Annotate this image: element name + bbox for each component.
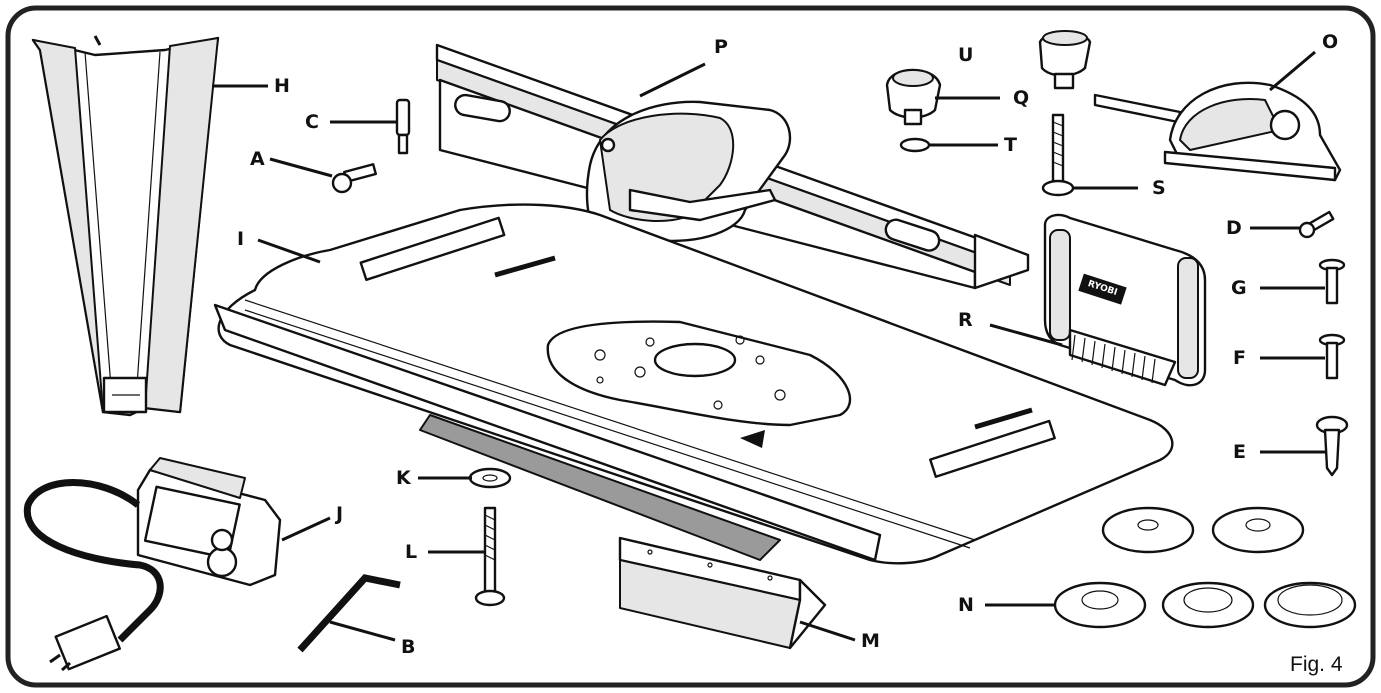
leader-j xyxy=(281,516,331,542)
label-b: B xyxy=(401,636,416,658)
label-p: P xyxy=(714,36,728,58)
label-o: O xyxy=(1322,31,1339,53)
label-s: S xyxy=(1152,177,1166,199)
part-i-table-top xyxy=(213,203,1174,565)
label-t: T xyxy=(1004,134,1017,156)
part-j-switch xyxy=(23,457,282,672)
label-i: I xyxy=(237,228,245,250)
part-g-screw xyxy=(1318,258,1346,305)
part-b-hex-key xyxy=(297,574,401,653)
part-s-bolt xyxy=(1041,113,1075,197)
part-r-featherboard xyxy=(1043,213,1207,387)
label-r: R xyxy=(958,309,973,331)
label-c: C xyxy=(305,111,319,133)
label-j: J xyxy=(336,503,344,525)
leader-lines xyxy=(212,50,1326,642)
part-o-miter-gauge xyxy=(1093,81,1342,182)
part-a-screw xyxy=(331,163,377,194)
label-k: K xyxy=(396,467,411,489)
part-h-leg xyxy=(31,35,220,417)
label-e: E xyxy=(1233,441,1246,463)
part-c-pin xyxy=(395,98,411,155)
part-f-screw xyxy=(1318,333,1346,380)
part-d-screw xyxy=(1298,210,1335,239)
label-u: U xyxy=(958,44,974,66)
part-n-insert-rings xyxy=(1053,506,1357,629)
part-e-screw xyxy=(1315,415,1349,477)
label-g: G xyxy=(1231,277,1247,299)
label-h: H xyxy=(274,75,290,97)
label-q: Q xyxy=(1013,87,1030,109)
label-f: F xyxy=(1233,347,1246,369)
leader-b xyxy=(329,620,396,642)
label-l: L xyxy=(405,541,418,563)
leader-r xyxy=(989,323,1063,347)
part-l-bolt xyxy=(474,506,506,607)
leader-a xyxy=(269,157,333,178)
part-q-knob xyxy=(885,68,942,126)
leader-o xyxy=(1269,50,1316,92)
label-d: D xyxy=(1226,217,1242,239)
part-m-block xyxy=(618,536,827,650)
figure-caption: Fig. 4 xyxy=(1290,653,1343,676)
leader-i xyxy=(257,238,321,264)
part-u-knob xyxy=(1038,30,1092,90)
part-k-washer-hole xyxy=(482,474,498,482)
part-p-fence xyxy=(435,43,1030,290)
label-a: A xyxy=(250,148,265,170)
leader-m xyxy=(799,620,856,642)
leader-p xyxy=(639,62,706,98)
part-k-washer xyxy=(468,467,512,489)
label-m: M xyxy=(861,630,880,652)
part-t-washer xyxy=(899,137,931,153)
label-n: N xyxy=(958,594,974,616)
